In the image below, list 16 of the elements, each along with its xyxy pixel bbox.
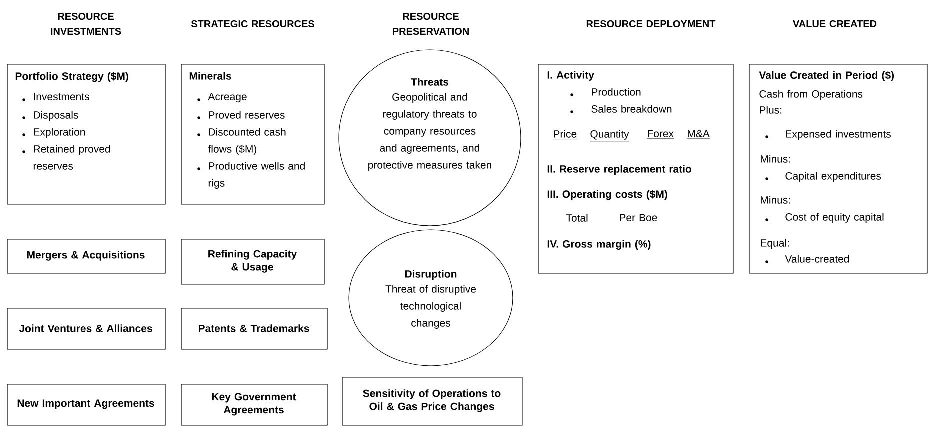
text-box: Value Created in Period ($) Cash from Operations Plus: Expensed investments Minus: Capital expenditures Minus: Cost of equity capital Equal: Value-created	[749, 64, 928, 274]
column-heading: RESOURCE PRESERVATION	[393, 12, 469, 36]
text-box: Key Government Agreements	[181, 384, 328, 426]
text-box: Sensitivity of Operations to Oil & Gas Price Changes	[342, 377, 523, 426]
text-box: Patents & Trademarks	[181, 308, 328, 350]
text-box: Minerals Acreage Proved reserves Discounted cash flows ($M) Productive wells and rigs	[181, 64, 325, 205]
text-box: Portfolio Strategy ($M) Investments Disposals Exploration Retained proved reserves	[7, 64, 166, 205]
text-box: Mergers & Acquisitions	[7, 239, 166, 274]
column-heading: STRATEGIC RESOURCES	[191, 20, 314, 28]
column-heading: RESOURCE INVESTMENTS	[51, 12, 122, 36]
text-box: Joint Ventures & Alliances	[7, 308, 166, 350]
column-heading: RESOURCE DEPLOYMENT	[586, 20, 716, 28]
column-heading: VALUE CREATED	[793, 20, 877, 28]
text-box: New Important Agreements	[7, 384, 166, 426]
text-box: Refining Capacity & Usage	[181, 239, 325, 285]
text-box: I. Activity Production Sales breakdown Price Quantity Forex M&A II. Reserve replacement ratio III. Operating costs ($M) Total Per Boe IV. Gross margin (%)	[538, 64, 734, 274]
